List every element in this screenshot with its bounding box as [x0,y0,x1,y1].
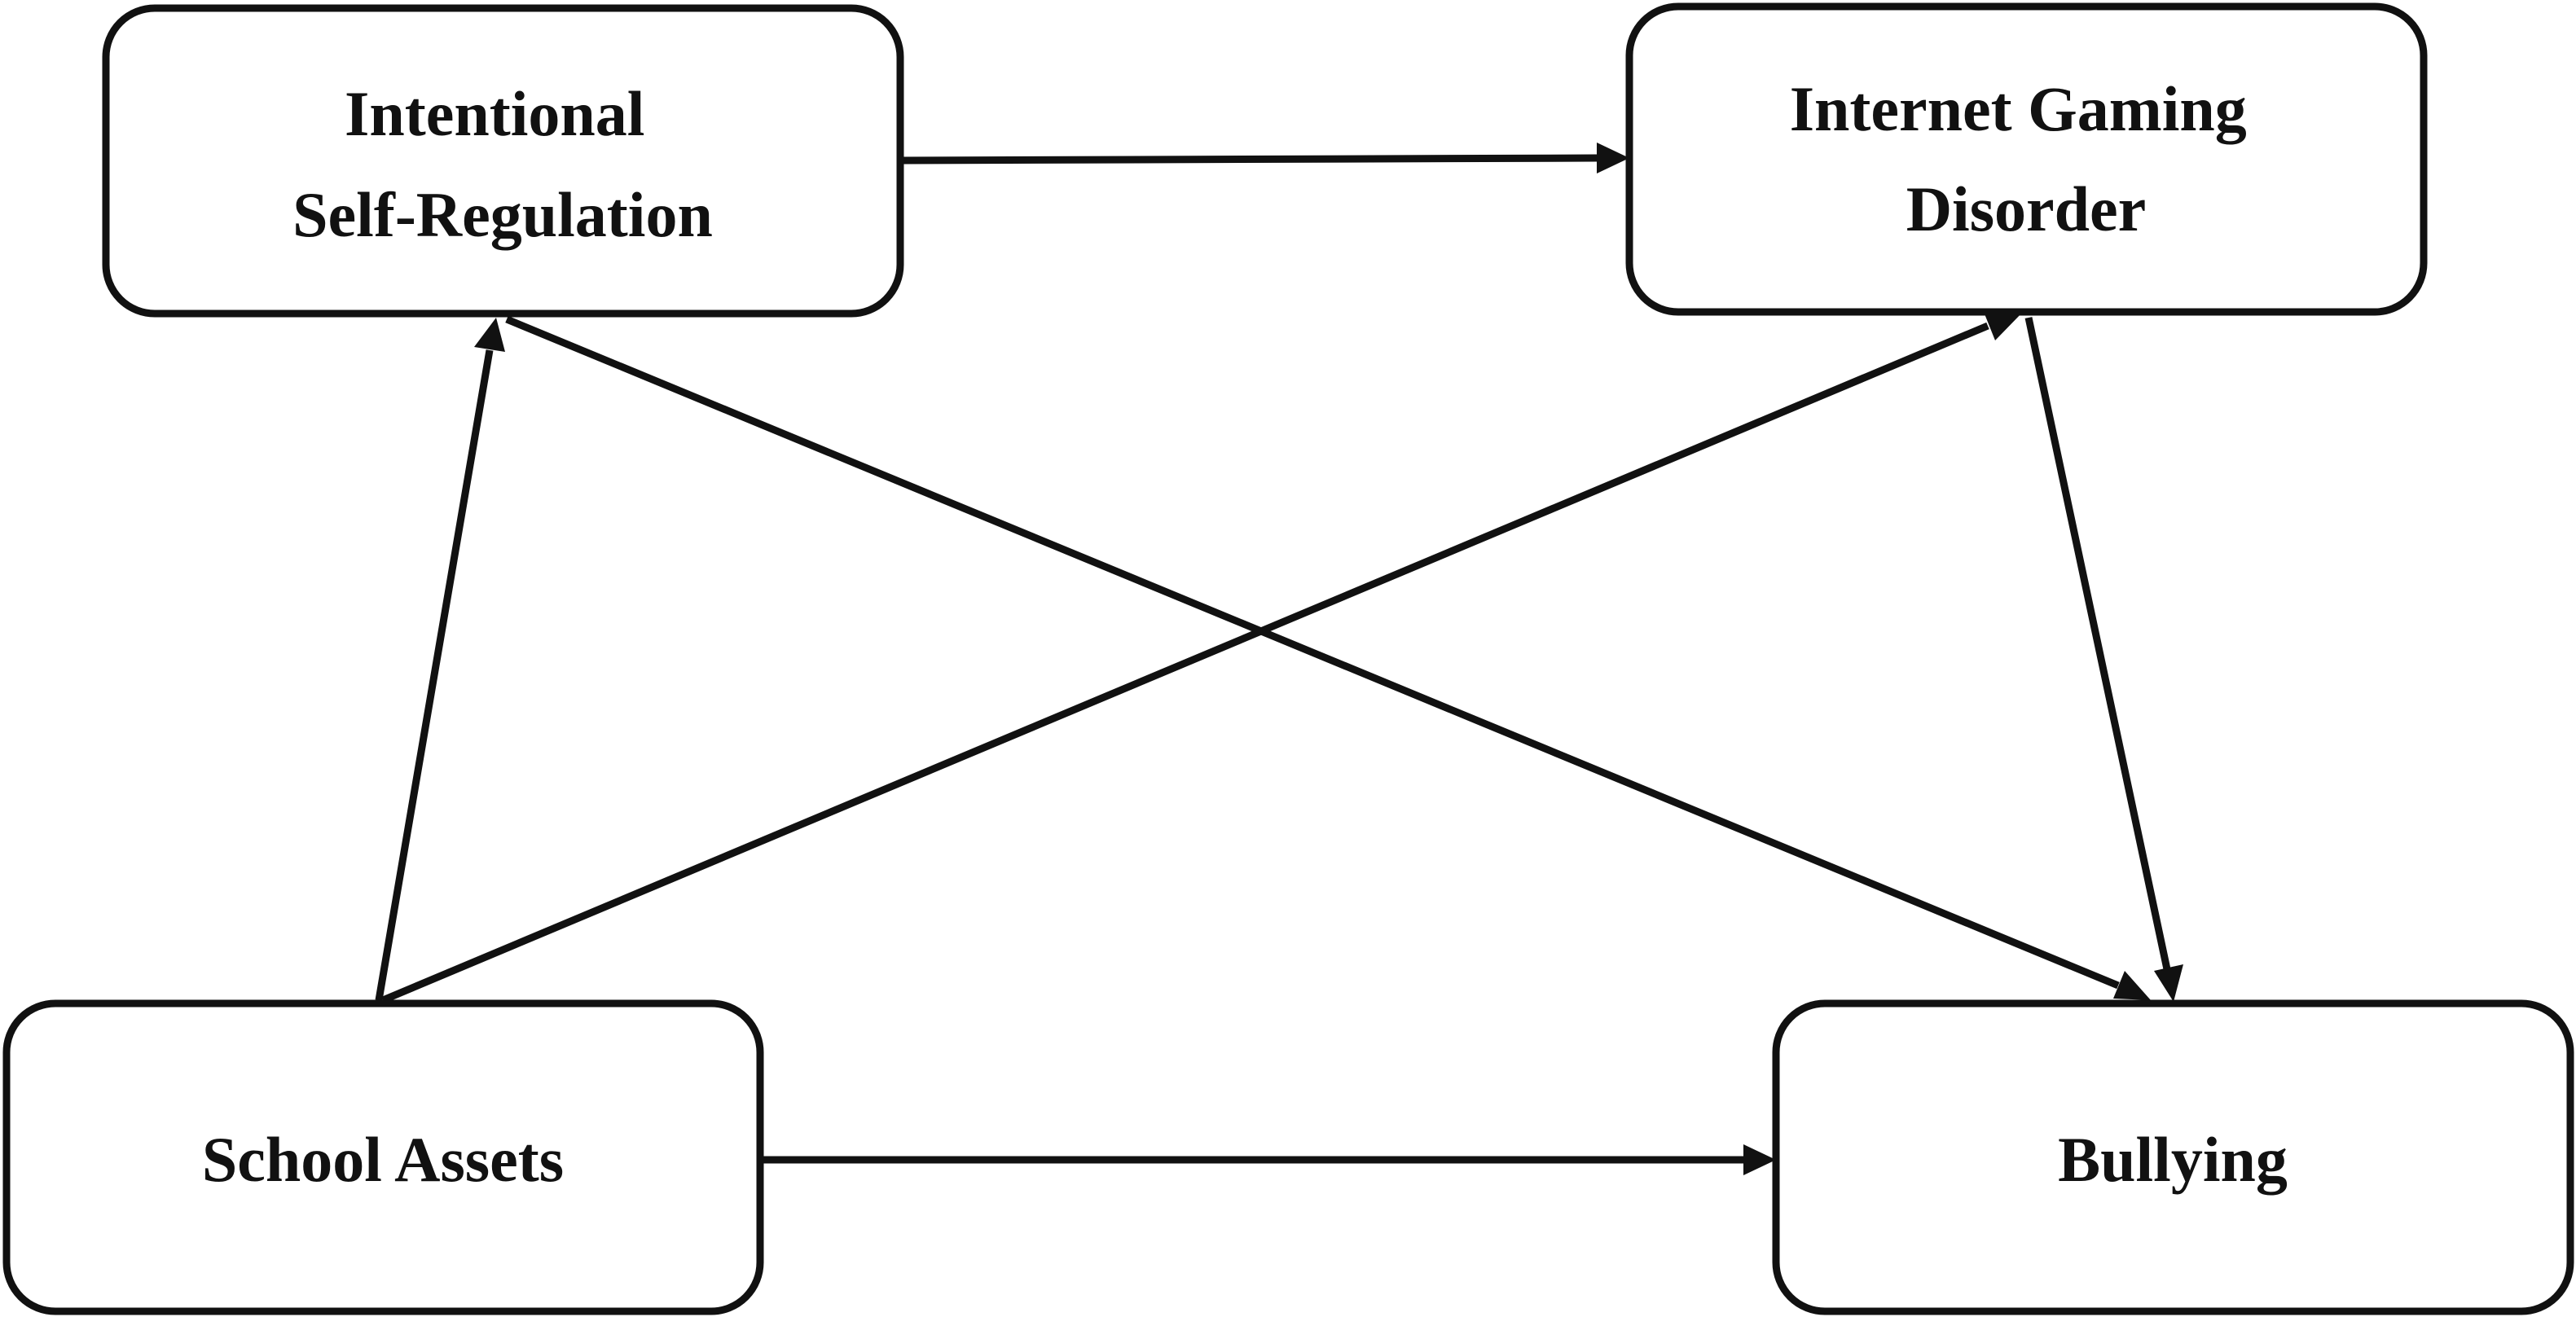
node-label-line: Disorder [1906,173,2147,244]
node-box [2,999,764,1315]
arrowhead-bullying-from-self-regulation [2113,971,2151,1000]
node-label-line: School Assets [202,1124,564,1195]
node-bullying: Bullying [1772,999,2574,1315]
svg-text:Internet Gaming Disorder: Internet Gaming Disorder [1790,73,2263,244]
arrowhead-bullying-from-school [1743,1144,1776,1175]
node-label-line: Self-Regulation [292,179,713,250]
node-box [1772,999,2574,1315]
svg-text:School Assets: School Assets [202,1124,564,1195]
arrowhead-gaming-disorder-from-self-regulation [1597,143,1629,173]
node-box [102,4,904,318]
node-label-line: Internet Gaming [1790,73,2247,144]
node-label-line: Intentional [345,78,644,149]
arrowhead-bullying-from-gaming-disorder [2154,964,2183,1002]
edge-school-assets-to-self-regulation [375,349,494,1001]
edge-self-regulation-to-bullying [505,315,2120,990]
edge-school-assets-to-gaming-disorder [381,322,1989,1004]
node-box [1625,2,2428,316]
node-self-regulation: Intentional Self-Regulation [102,4,904,318]
arrowhead-self-regulation [474,318,505,352]
node-school-assets: School Assets [2,999,764,1315]
edges [375,143,2183,1175]
node-label-line: Bullying [2058,1124,2288,1195]
arrowhead-gaming-disorder-from-school [1984,311,2024,340]
edge-self-regulation-to-gaming-disorder [902,154,1598,165]
edge-gaming-disorder-to-bullying [2024,317,2171,970]
node-gaming-disorder: Internet Gaming Disorder [1625,2,2428,316]
svg-text:Intentional Self-Regulat: Intentional Self-Regulation [292,78,713,250]
svg-text:Bullying: Bullying [2058,1124,2288,1195]
